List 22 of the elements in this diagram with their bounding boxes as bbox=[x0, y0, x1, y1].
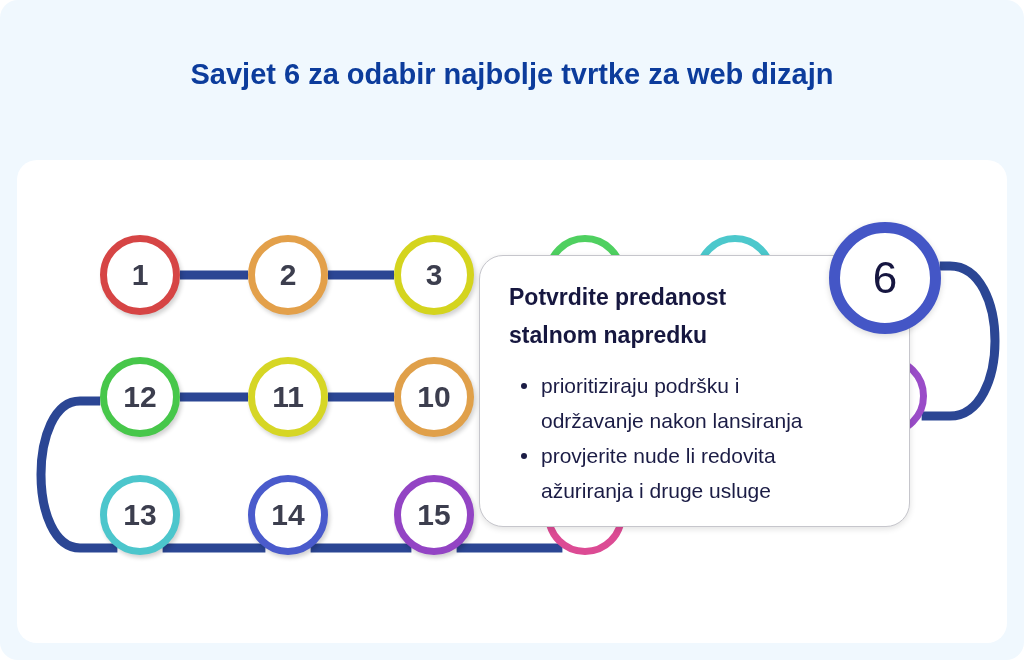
step-number: 10 bbox=[417, 382, 451, 412]
title: Savjet 6 za odabir najbolje tvrtke za web dizajn bbox=[190, 57, 834, 92]
connector-line bbox=[328, 392, 394, 402]
step-number: 12 bbox=[123, 382, 157, 412]
connector-line bbox=[180, 392, 248, 402]
info-card bbox=[479, 255, 910, 527]
connector-line bbox=[162, 543, 266, 553]
step-number: 6 bbox=[872, 256, 898, 300]
step-number: 2 bbox=[279, 260, 297, 290]
bullet-text: provjerite nude li redovita ažuriranja i druge usluge bbox=[541, 443, 777, 504]
step-number: 15 bbox=[417, 500, 451, 530]
connector-line bbox=[456, 543, 563, 553]
step-number: 14 bbox=[271, 500, 305, 530]
step-number: 13 bbox=[123, 500, 157, 530]
step-number: 3 bbox=[425, 260, 443, 290]
step-number: 1 bbox=[131, 260, 149, 290]
connector-line bbox=[36, 396, 118, 553]
step-number: 11 bbox=[272, 382, 304, 412]
connector-line bbox=[310, 543, 412, 553]
connector-line bbox=[328, 270, 394, 280]
connector-line bbox=[180, 270, 248, 280]
card-heading: Potvrdite predanost stalnom napredku bbox=[509, 283, 728, 350]
